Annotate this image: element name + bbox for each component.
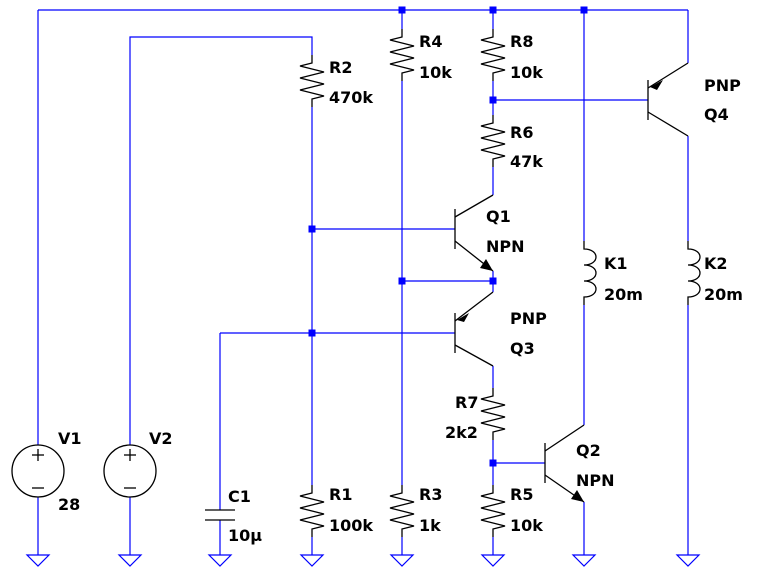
label-r3-name: R3	[419, 485, 442, 504]
label-r5-name: R5	[510, 485, 533, 504]
resistor-r7[interactable]	[480, 388, 506, 440]
label-k2-name: K2	[704, 254, 728, 273]
label-k1-name: K1	[604, 254, 628, 273]
junctions	[308, 6, 588, 467]
ground-symbols	[25, 554, 701, 567]
junction-dot	[308, 329, 316, 337]
label-v2-name: V2	[149, 429, 173, 448]
label-r2-name: R2	[329, 58, 352, 77]
label-k1-value: 20m	[604, 285, 643, 304]
label-r5-value: 10k	[510, 516, 543, 535]
ground-icon	[389, 554, 415, 567]
resistor-r4[interactable]	[389, 29, 415, 81]
resistor-r1[interactable]	[299, 485, 325, 537]
label-q1-name: Q1	[486, 207, 511, 226]
label-r3-value: 1k	[419, 516, 441, 535]
ground-icon	[207, 554, 233, 567]
label-q2-name: Q2	[576, 441, 601, 460]
ground-icon	[25, 554, 51, 567]
ground-icon	[299, 554, 325, 567]
junction-dot	[398, 277, 406, 285]
label-q4-type: PNP	[704, 76, 741, 95]
junction-dot	[489, 96, 497, 104]
junction-dot	[489, 6, 497, 14]
ground-icon	[117, 554, 143, 567]
label-r4-value: 10k	[419, 63, 452, 82]
label-k2-value: 20m	[704, 285, 743, 304]
label-v1-name: V1	[58, 429, 82, 448]
resistor-r2[interactable]	[299, 55, 325, 107]
ground-icon	[571, 554, 597, 567]
label-q2-type: NPN	[576, 471, 615, 490]
junction-dot	[489, 277, 497, 285]
coil-k1[interactable]	[583, 241, 597, 305]
label-r7-name: R7	[455, 393, 478, 412]
label-q3-name: Q3	[510, 339, 535, 358]
label-r6-value: 47k	[510, 152, 543, 171]
labels: V1 28 V2 C1 10µ R2 470k R4 10k R8 10k R6…	[58, 32, 743, 545]
label-v1-value: 28	[58, 495, 80, 514]
voltage-source-v2[interactable]	[103, 444, 157, 498]
label-c1-value: 10µ	[228, 526, 262, 545]
label-r1-value: 100k	[329, 516, 373, 535]
label-r1-name: R1	[329, 485, 352, 504]
transistor-q3[interactable]	[454, 291, 494, 367]
ground-icon	[480, 554, 506, 567]
resistor-r3[interactable]	[389, 485, 415, 537]
junction-dot	[308, 225, 316, 233]
capacitor-c1[interactable]	[205, 509, 235, 521]
label-q1-type: NPN	[486, 237, 525, 256]
label-c1-name: C1	[228, 487, 251, 506]
label-r8-name: R8	[510, 32, 533, 51]
resistor-r8[interactable]	[480, 29, 506, 81]
junction-dot	[489, 459, 497, 467]
coil-k2[interactable]	[687, 241, 701, 305]
resistor-r5[interactable]	[480, 485, 506, 537]
voltage-source-v1[interactable]	[11, 444, 65, 498]
label-r7-value: 2k2	[445, 423, 478, 442]
label-r6-name: R6	[510, 123, 533, 142]
junction-dot	[580, 6, 588, 14]
label-r4-name: R4	[419, 32, 442, 51]
transistor-q2[interactable]	[544, 424, 585, 503]
label-r2-value: 470k	[329, 88, 373, 107]
label-r8-value: 10k	[510, 63, 543, 82]
ground-icon	[675, 554, 701, 567]
resistor-r6[interactable]	[480, 115, 506, 167]
wire-v2-pos	[129, 36, 313, 445]
transistor-q1[interactable]	[454, 194, 494, 272]
label-q4-name: Q4	[704, 105, 729, 124]
transistor-q4[interactable]	[647, 62, 689, 137]
label-q3-type: PNP	[510, 309, 547, 328]
junction-dot	[398, 6, 406, 14]
